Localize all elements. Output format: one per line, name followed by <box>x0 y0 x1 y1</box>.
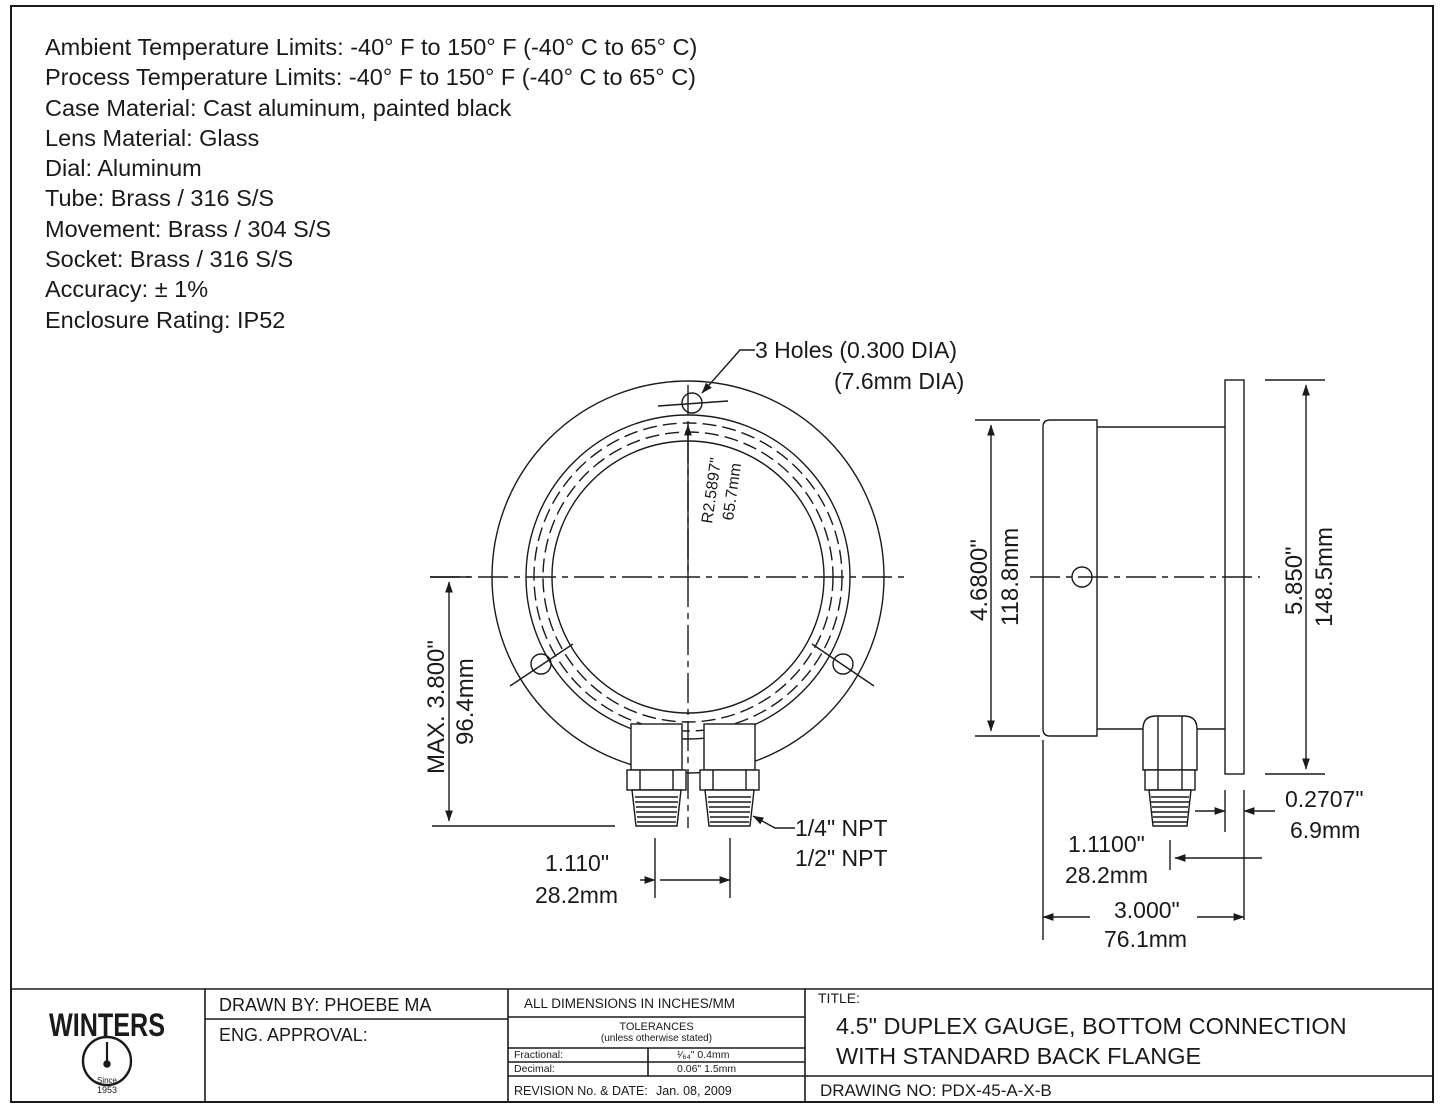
case-dia-label-inches: 4.6800" <box>966 539 993 621</box>
spec-dial: Dial: Aluminum <box>45 155 202 182</box>
flange-dia-label-inches: 5.850" <box>1281 546 1308 615</box>
holes-callout-leader <box>701 349 755 394</box>
holes-label-1: 3 Holes (0.300 DIA) <box>755 337 957 363</box>
spec-list: Ambient Temperature Limits: -40° F to 15… <box>45 32 697 335</box>
case-body <box>1042 419 1098 737</box>
front-view: 3 Holes (0.300 DIA) (7.6mm DIA) R2.5897"… <box>423 337 964 908</box>
case-dia-label-mm: 118.8mm <box>997 528 1024 626</box>
socket-offset-label-inches: 1.1100" <box>1068 831 1145 857</box>
hole-left-axis <box>509 643 574 687</box>
spec-process-temperature: Process Temperature Limits: -40° F to 15… <box>45 64 697 91</box>
winters-logo: WINTERS Since 1953 <box>49 1007 165 1095</box>
right-fitting <box>699 723 760 827</box>
logo-since: Since <box>97 1076 118 1085</box>
npt-label-2: 1/2" NPT <box>795 845 888 871</box>
hole-top-axis <box>657 400 729 407</box>
spec-socket: Socket: Brass / 316 S/S <box>45 246 294 273</box>
side-hole <box>1071 566 1093 588</box>
depth-label-mm: 76.1mm <box>1104 926 1187 952</box>
flange-thk-label-inches: 0.2707" <box>1285 786 1364 812</box>
drawing-border <box>10 5 1434 1103</box>
npt-label-1: 1/4" NPT <box>795 815 888 841</box>
holes-label-2: (7.6mm DIA) <box>834 368 964 394</box>
socket-offset-label-mm: 28.2mm <box>1065 862 1148 888</box>
title-block-grid <box>10 988 1434 1103</box>
hole-right-axis <box>811 643 875 687</box>
radius-label-mm: 65.7mm <box>720 462 745 522</box>
spec-movement: Movement: Brass / 304 S/S <box>45 215 332 242</box>
spec-case-material: Case Material: Cast aluminum, painted bl… <box>45 94 512 121</box>
mounting-hole-right <box>832 653 854 675</box>
spec-tube: Tube: Brass / 316 S/S <box>45 185 275 212</box>
depth-label-inches: 3.000" <box>1114 897 1180 923</box>
spacing-label-mm: 28.2mm <box>535 882 618 908</box>
spec-ambient-temperature: Ambient Temperature Limits: -40° F to 15… <box>45 34 698 60</box>
flange-dia-label-mm: 148.5mm <box>1311 527 1338 627</box>
spec-accuracy: Accuracy: ± 1% <box>45 276 209 303</box>
left-fitting <box>626 723 687 827</box>
spacing-label-inches: 1.110" <box>545 850 609 876</box>
max-height-label-inches: MAX. 3.800" <box>423 640 450 774</box>
logo-gauge-icon <box>81 1035 133 1087</box>
spec-enclosure-rating: Enclosure Rating: IP52 <box>45 306 286 333</box>
mounting-hole-left <box>530 653 552 675</box>
side-view: 4.6800" 118.8mm 5.850" 148.5mm 0.2707" 6… <box>966 379 1364 952</box>
max-height-label-mm: 96.4mm <box>452 658 479 745</box>
side-socket <box>1142 715 1198 827</box>
npt-leader <box>752 815 795 829</box>
logo-year: 1953 <box>97 1085 117 1095</box>
spec-lens-material: Lens Material: Glass <box>45 124 260 151</box>
flange-thk-label-mm: 6.9mm <box>1290 817 1360 843</box>
